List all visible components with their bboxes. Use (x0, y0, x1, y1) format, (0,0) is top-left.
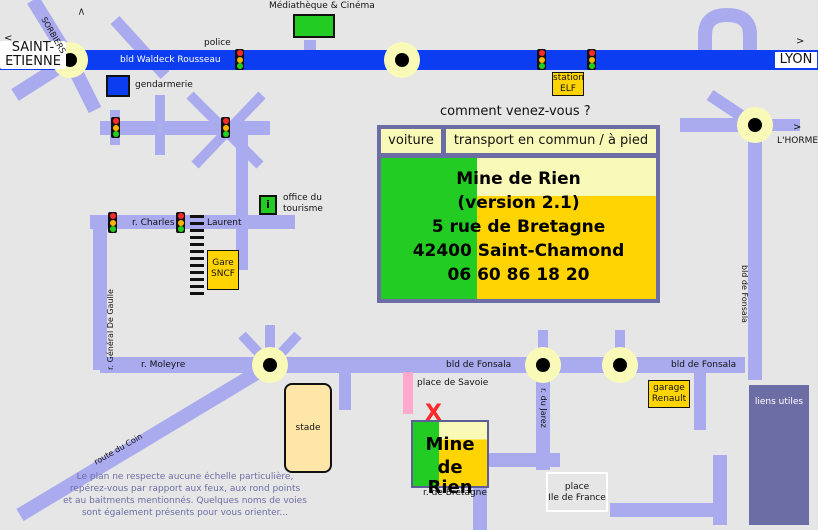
traffic-light-icon (235, 49, 244, 70)
office-tourisme-label: office du tourisme (283, 193, 323, 214)
liens-utiles-button[interactable]: liens utiles (749, 385, 809, 525)
question-heading: comment venez-vous ? (440, 104, 591, 119)
info-panel: voiture transport en commun / à pied Min… (377, 125, 660, 303)
address-card: Mine de Rien (version 2.1) 5 rue de Bret… (381, 158, 656, 299)
bld-fonsala-label-2: bld de Fonsala (671, 360, 737, 370)
road-route-du-coin (16, 358, 274, 522)
place-de-savoie-strip (403, 372, 413, 414)
map-note: Le plan ne respecte aucune échelle parti… (63, 472, 307, 518)
mediatheque-building (293, 14, 335, 38)
info-icon: i (266, 198, 270, 211)
traffic-light-icon (537, 49, 546, 70)
gendarmerie-building (106, 75, 130, 97)
traffic-light-icon (108, 212, 117, 233)
roundabouts (52, 42, 773, 383)
garage-renault-building: garage Renault (648, 380, 690, 408)
horme-label: L'HORME (777, 136, 818, 146)
gendarmerie-label: gendarmerie (135, 80, 193, 90)
tab-voiture[interactable]: voiture (381, 129, 441, 153)
office-tourisme-building: i (259, 195, 277, 215)
road-loop-lyon (698, 7, 757, 60)
bld-waldeck-label: bld Waldeck Rousseau (120, 55, 221, 65)
r-moleyre-label: r. Moleyre (141, 360, 186, 370)
police-label: police (204, 38, 231, 48)
traffic-light-icon (221, 117, 230, 138)
lyon-sign: LYON (775, 52, 817, 68)
traffic-light-icon (176, 212, 185, 233)
street-address: 5 rue de Bretagne (431, 217, 606, 237)
railway-tracks (190, 215, 204, 295)
r-general-de-gaulle-label: r. Général De Gaulle (106, 289, 115, 370)
place-ile-de-france: place Ile de France (546, 472, 608, 512)
arrow-west: > (4, 33, 13, 44)
r-de-bretagne-label: r. de Bretagne (423, 488, 487, 498)
r-charles-label: r. Charles (132, 218, 175, 228)
place-de-savoie-label: place de Savoie (417, 378, 489, 388)
traffic-light-icon (111, 117, 120, 138)
phone-number: 06 60 86 18 20 (447, 265, 590, 285)
saint-etienne-sign: SAINT- ETIENNE (0, 41, 66, 69)
bld-fonsala-label-1: bld de Fonsala (446, 360, 512, 370)
business-name: Mine de Rien (456, 169, 581, 189)
stade-building: stade (284, 383, 332, 473)
station-elf: station ELF (552, 72, 584, 96)
arrow-east: > (796, 36, 805, 47)
traffic-light-icon (587, 49, 596, 70)
destination-mark-icon: X (425, 401, 442, 426)
laurent-label: Laurent (207, 218, 242, 228)
version: (version 2.1) (457, 193, 580, 213)
city: 42400 Saint-Chamond (412, 241, 625, 261)
arrow-north: > (76, 7, 88, 16)
arrow-horme: > (793, 122, 802, 133)
tab-transport-commun[interactable]: transport en commun / à pied (446, 129, 656, 153)
mine-de-rien-location: Mine de Rien (411, 420, 489, 498)
bld-fonsala-vertical-label: bld de Fonsala (740, 265, 749, 323)
r-du-jarez-label: r. du Jarez (539, 388, 548, 428)
mediatheque-label: Médiathèque & Cinéma (269, 1, 375, 11)
gare-sncf-building: Gare SNCF (207, 250, 239, 290)
